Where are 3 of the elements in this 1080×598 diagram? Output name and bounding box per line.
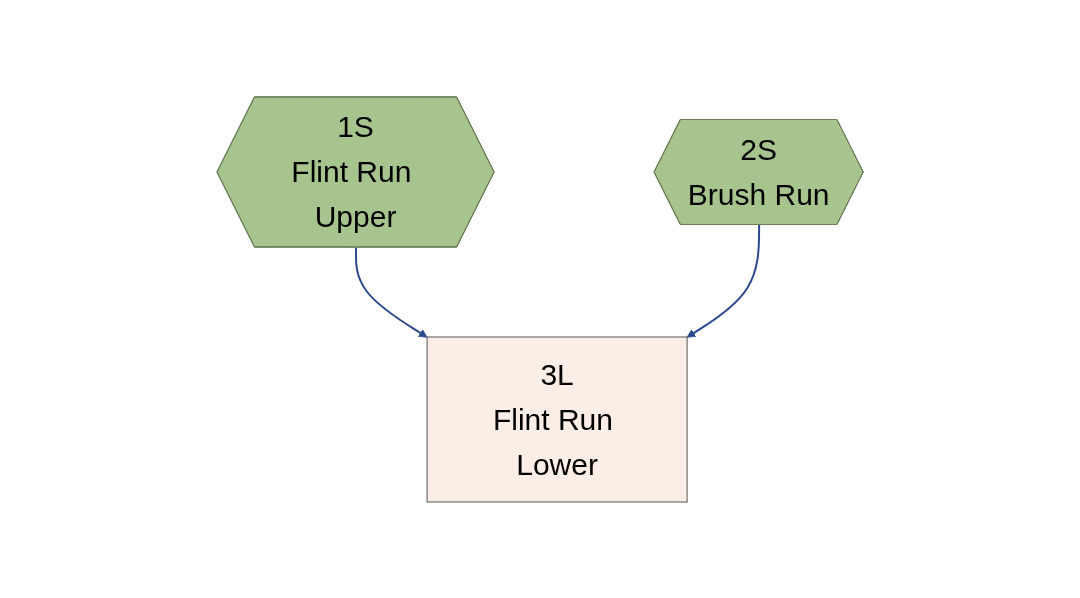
arrow (686, 223, 761, 338)
node-box: 3L Flint Run Lower (426, 336, 688, 502)
arrow (354, 246, 428, 338)
